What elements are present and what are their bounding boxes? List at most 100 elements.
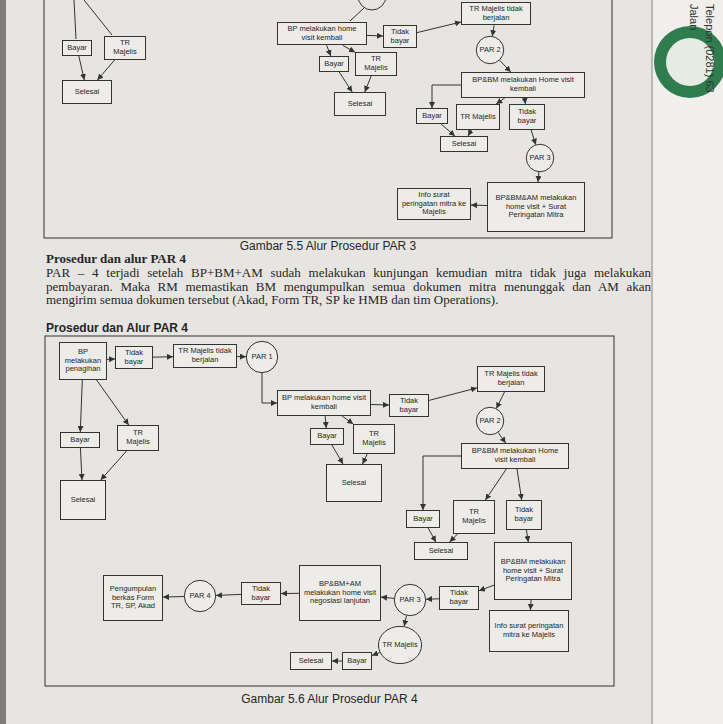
node-text: Tidak bayar — [119, 349, 149, 366]
node-text: TR Majelis — [359, 55, 393, 72]
node-text: PAR 3 — [399, 596, 420, 605]
flow-arrow — [281, 593, 299, 594]
circle-shape — [184, 580, 215, 611]
process-box: Bayar — [342, 652, 372, 670]
flow-arrow — [485, 469, 506, 500]
flow-arrow — [500, 60, 511, 72]
node-text: Selesai — [348, 100, 373, 109]
node-text: BP&BM melakukan Home visit kembali — [465, 76, 581, 93]
flow-arrow — [471, 205, 487, 207]
node-text: TR Majelis tidak berjalan — [465, 5, 527, 22]
cut-line — [350, 8, 364, 21]
circle-shape — [476, 407, 503, 434]
process-box: Bayar — [406, 510, 440, 528]
node-text: Bayar — [70, 436, 90, 445]
node-text: Tidak bayar — [510, 506, 538, 523]
process-box: BP&BM melakukan Home visit kembali — [461, 72, 585, 98]
process-box: BP melakukan penagihan — [59, 342, 107, 380]
node-text: PAR 3 — [529, 154, 550, 163]
process-box: Tidak bayar — [241, 582, 281, 605]
process-box: Tidak bayar — [115, 346, 153, 369]
par-circle: PAR 3 — [394, 584, 426, 616]
node-text: Selesai — [299, 657, 324, 666]
diagram-frame — [45, 336, 614, 686]
flow-arrow — [163, 596, 184, 598]
process-box: TR Majelis tidak berjalan — [461, 2, 531, 25]
par-circle: TR Majelis — [378, 626, 422, 664]
node-text: BP&BM melakukan home visit + Surat Perin… — [498, 558, 568, 584]
flow-arrow — [530, 600, 532, 610]
process-box: BP&BM&AM melakukan home visit + Surat Pe… — [487, 182, 585, 232]
figure-caption: Gambar 5.6 Alur Prosedur PAR 4 — [45, 692, 614, 706]
flow-arrow — [372, 653, 380, 656]
node-text: Bayar — [317, 432, 337, 441]
process-box: Tidak bayar — [509, 104, 545, 130]
process-box: BP&BM melakukan Home visit kembali — [461, 443, 569, 469]
flow-arrow — [426, 598, 439, 600]
figure-caption: Gambar 5.5 Alur Prosedur PAR 3 — [44, 239, 612, 253]
node-text: BP&BM+AM melakukan home visit negosiasi … — [303, 580, 377, 606]
circle-shape — [476, 36, 503, 63]
section-heading: Prosedur dan alur PAR 4 — [46, 251, 186, 267]
page-edge — [651, 0, 653, 724]
node-text: Selesai — [75, 88, 100, 97]
node-text: PAR 2 — [479, 417, 500, 426]
node-text: Bayar — [67, 44, 87, 53]
node-text: Selesai — [429, 547, 454, 556]
flow-arrow — [216, 594, 241, 595]
process-box: TR Majelis tidak berjalan — [477, 366, 545, 392]
flow-arrow — [371, 404, 389, 406]
process-box: BP melakukan home visit kembali — [277, 22, 367, 45]
node-text: TR Majelis — [108, 39, 142, 56]
flow-arrow — [492, 25, 494, 36]
process-box: Bayar — [60, 432, 100, 448]
cut-line — [84, 0, 112, 35]
flow-arrow — [367, 35, 383, 37]
par-circle: PAR 3 — [526, 144, 554, 172]
flow-arrow — [80, 380, 82, 432]
flow-arrow — [80, 448, 82, 480]
flow-arrow — [339, 72, 352, 92]
flow-arrow — [101, 451, 127, 480]
flow-arrow — [441, 124, 455, 136]
par-circle: PAR 2 — [476, 407, 504, 435]
flow-arrow — [262, 373, 277, 403]
flow-arrow — [332, 445, 343, 464]
node-text: Tidak bayar — [443, 589, 475, 606]
circle-shape — [246, 341, 277, 372]
process-box: BP&BM+AM melakukan home visit negosiasi … — [299, 565, 381, 621]
node-text: Info surat peringatan mitra ke Majelis — [493, 622, 565, 639]
process-box: Selesai — [290, 652, 332, 670]
flow-arrow — [325, 416, 326, 428]
node-text: Tidak bayar — [513, 108, 541, 125]
flow-arrow — [332, 661, 342, 662]
flow-arrow — [498, 432, 506, 443]
process-box: TR Majelis — [117, 425, 159, 451]
node-text: BP melakukan home visit kembali — [281, 25, 363, 42]
node-text: PAR 1 — [251, 353, 272, 362]
process-box: TR Majelis — [453, 500, 495, 534]
flow-arrow — [327, 45, 331, 56]
flow-arrow — [450, 534, 458, 542]
process-box: Selesai — [60, 480, 106, 520]
node-text: Pengumpulan berkas Form TR, SP, Akad — [107, 585, 159, 611]
process-box: Tidak bayar — [439, 586, 479, 610]
flow-arrow — [517, 469, 522, 500]
flow-arrow — [526, 530, 528, 542]
flow-arrow — [342, 416, 353, 424]
node-text: TR Majelis — [457, 508, 491, 525]
process-box: Tidak bayar — [506, 500, 542, 530]
flow-arrow — [538, 172, 540, 182]
process-box: Tidak bayar — [383, 25, 417, 48]
process-box: Bayar — [310, 428, 344, 445]
flow-arrow — [404, 616, 406, 627]
process-box: TR Majelis tidak berjalan — [173, 344, 237, 368]
node-text: TR Majelis — [382, 641, 417, 650]
node-text: Selesai — [342, 479, 367, 488]
side-document — [652, 0, 723, 724]
process-box: Bayar — [319, 56, 349, 72]
process-box: BP&BM melakukan home visit + Surat Perin… — [494, 542, 572, 600]
cut-circle — [358, 0, 386, 10]
node-text: Bayar — [422, 112, 442, 121]
par-circle: PAR 1 — [246, 341, 278, 373]
